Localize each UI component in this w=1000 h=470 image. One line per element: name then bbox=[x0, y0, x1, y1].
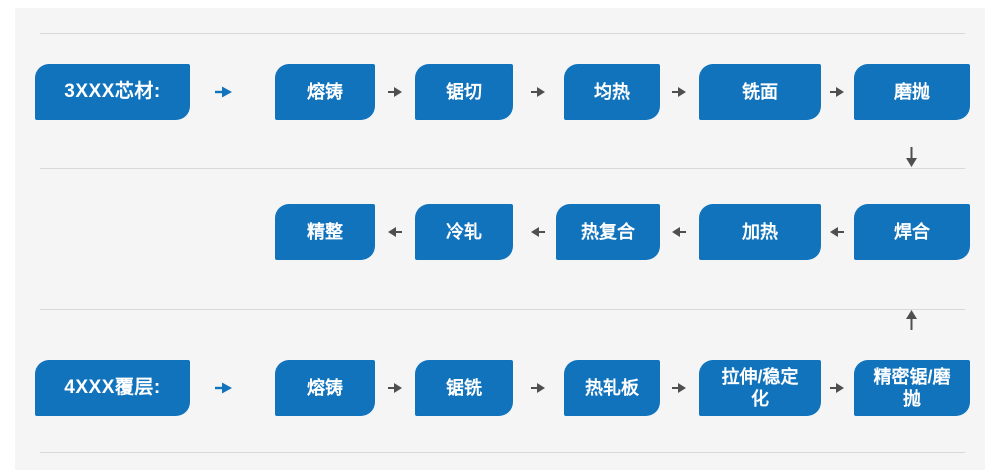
row2-step-hot-bonding: 热复合 bbox=[556, 204, 660, 260]
arrow-right-icon bbox=[531, 87, 545, 97]
arrow-down-icon bbox=[906, 147, 917, 167]
arrow-right-icon bbox=[388, 383, 402, 393]
row3-step-precision-saw-polish: 精密锯/磨抛 bbox=[854, 360, 970, 416]
row2-step-cold-rolling: 冷轧 bbox=[415, 204, 513, 260]
separator-line-top bbox=[40, 33, 965, 34]
row3-step-stretch-stabilization: 拉伸/稳定化 bbox=[699, 360, 821, 416]
separator-line-row1 bbox=[40, 168, 965, 169]
flow-start-arrow-right-icon bbox=[215, 86, 232, 98]
arrow-right-icon bbox=[672, 383, 686, 393]
row2-step-heating: 加热 bbox=[699, 204, 821, 260]
row1-step-face-milling: 铣面 bbox=[699, 64, 821, 120]
arrow-right-icon bbox=[388, 87, 402, 97]
arrow-right-icon bbox=[672, 87, 686, 97]
separator-line-row2 bbox=[40, 309, 965, 310]
arrow-right-icon bbox=[830, 87, 844, 97]
arrow-left-icon bbox=[830, 227, 844, 237]
row2-step-finishing: 精整 bbox=[275, 204, 375, 260]
row3-step-hot-rolled-plate: 热轧板 bbox=[564, 360, 660, 416]
row2-step-welding: 焊合 bbox=[854, 204, 970, 260]
arrow-right-icon bbox=[830, 383, 844, 393]
arrow-left-icon bbox=[672, 227, 686, 237]
row1-step-melting-casting: 熔铸 bbox=[275, 64, 375, 120]
row1-step-sawing: 锯切 bbox=[415, 64, 513, 120]
row1-step-grinding-polishing: 磨抛 bbox=[854, 64, 970, 120]
row3-step-saw-milling: 锯铣 bbox=[415, 360, 513, 416]
flow-start-arrow-right-icon bbox=[215, 382, 232, 394]
row3-label-box: 4XXX覆层: bbox=[35, 360, 190, 416]
separator-line-bottom bbox=[40, 452, 965, 453]
row3-step-melting-casting: 熔铸 bbox=[275, 360, 375, 416]
arrow-right-icon bbox=[531, 383, 545, 393]
arrow-up-icon bbox=[906, 310, 917, 330]
arrow-left-icon bbox=[388, 227, 402, 237]
row1-label-box: 3XXX芯材: bbox=[35, 64, 190, 120]
arrow-left-icon bbox=[531, 227, 545, 237]
row1-step-homogenizing: 均热 bbox=[564, 64, 660, 120]
